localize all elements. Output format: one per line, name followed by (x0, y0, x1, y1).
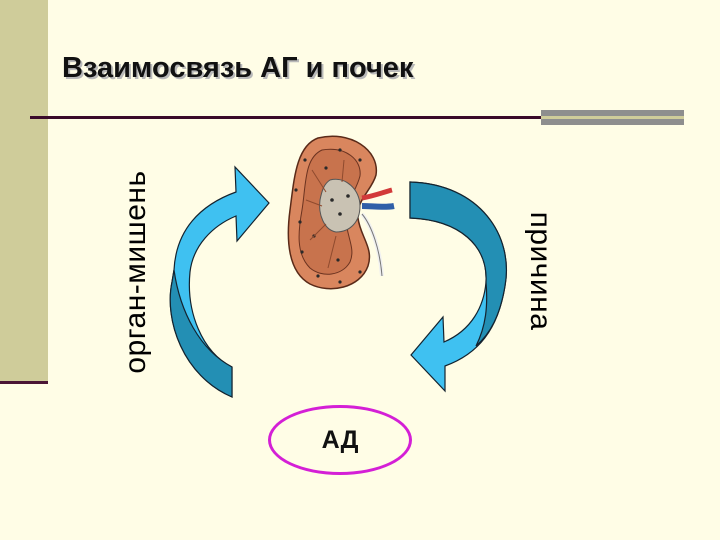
kidney-icon (287, 135, 395, 290)
cause-label: причина (524, 211, 557, 331)
left-accent-line (0, 381, 48, 384)
blood-pressure-label: АД (321, 425, 359, 454)
title-divider (30, 116, 684, 119)
divider-accent-block (541, 110, 684, 125)
left-accent-bar (0, 0, 48, 383)
curved-arrow-down-icon (409, 181, 507, 393)
blood-pressure-oval: АД (268, 405, 412, 475)
target-organ-label: орган-мишень (119, 170, 152, 374)
slide-title: Взаимосвязь АГ и почек (62, 52, 414, 84)
curved-arrow-up-icon (169, 165, 270, 398)
